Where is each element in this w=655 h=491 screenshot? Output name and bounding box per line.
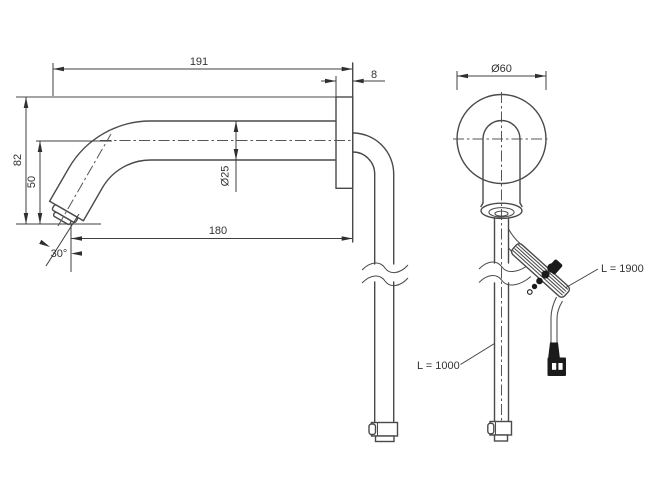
break-line — [478, 261, 532, 272]
aerator-ring-outer — [480, 202, 523, 220]
pipe-connector-front — [487, 420, 513, 442]
cable-bead-connector — [526, 259, 563, 295]
dimension-82: 82 — [12, 97, 101, 225]
dimension-diameter-25: Ø25 — [220, 121, 239, 192]
aerator-flare — [480, 202, 484, 208]
supply-pipe-side — [352, 132, 409, 443]
break-line — [361, 262, 409, 274]
dim-191-label: 191 — [190, 56, 208, 68]
dim-25-label: Ø25 — [220, 166, 232, 187]
dim-82-label: 82 — [12, 154, 24, 166]
dim-8-label: 8 — [371, 69, 377, 81]
dimension-191: 191 — [52, 56, 353, 96]
dim-30-label: 30° — [51, 248, 68, 260]
break-line — [361, 275, 409, 287]
dim-50-label: 50 — [26, 176, 38, 188]
cable-wire — [550, 296, 557, 343]
label-cable-length: L = 1900 — [565, 263, 644, 288]
dim-60-label: Ø60 — [491, 63, 512, 75]
dimension-angle-30: 30° — [39, 213, 82, 267]
faucet-side-view: 191 8 82 50 — [12, 56, 409, 443]
break-line — [478, 274, 532, 286]
dim-180-label: 180 — [209, 225, 227, 237]
faucet-front-view: Ø60 L = 1900 L = 1000 — [417, 63, 644, 442]
spout-outer-edge — [48, 120, 337, 202]
sensor-cable — [508, 228, 571, 376]
cable-length-text: L = 1900 — [601, 263, 644, 275]
spout-inner-edge — [82, 159, 337, 222]
hose-length-text: L = 1000 — [417, 360, 460, 372]
cable-ribbed-sleeve — [510, 242, 571, 298]
wall-plate — [335, 96, 354, 190]
aerator-ring-inner — [494, 210, 509, 217]
cable-wire — [556, 300, 563, 343]
dimension-50: 50 — [26, 140, 112, 224]
supply-hose-front — [478, 217, 532, 442]
cable-plug — [547, 342, 566, 376]
aerator-ring-middle — [488, 207, 515, 218]
dimension-8: 8 — [321, 69, 385, 97]
aerator-flare — [519, 202, 523, 208]
pipe-connector-side — [368, 421, 399, 443]
dimension-diameter-60: Ø60 — [456, 63, 547, 90]
spout-front — [482, 119, 521, 204]
spout-tip-axis — [57, 133, 112, 227]
label-hose-length: L = 1000 — [417, 343, 495, 372]
dimension-180: 180 — [70, 224, 353, 272]
